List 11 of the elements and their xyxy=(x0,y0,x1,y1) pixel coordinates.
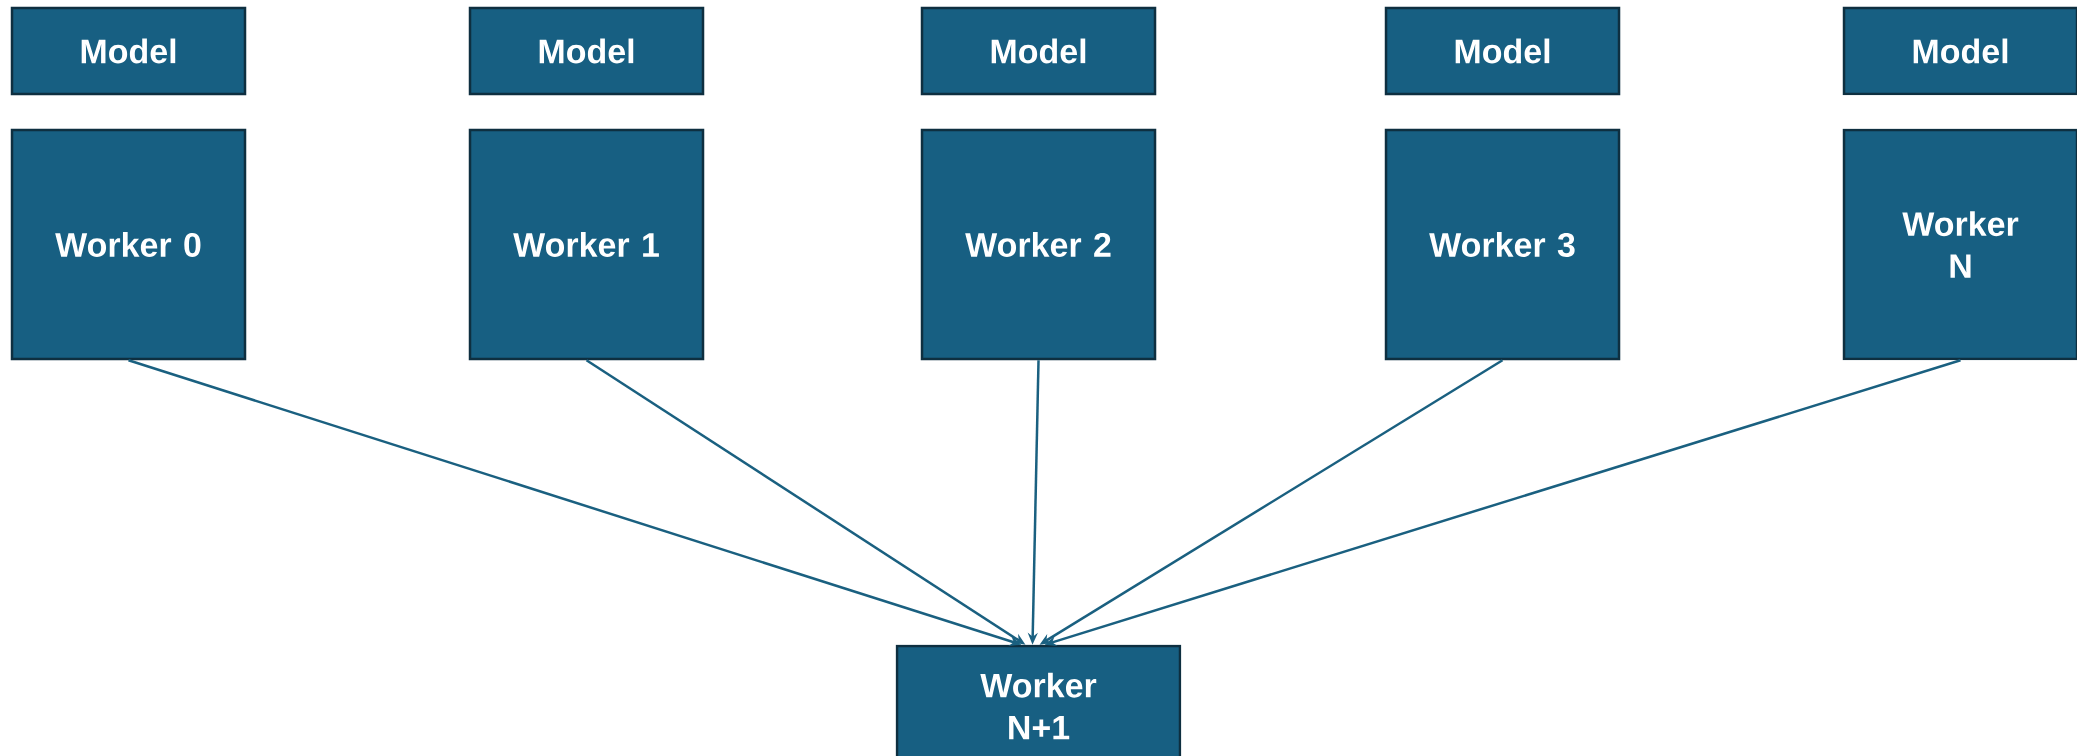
worker-box: Worker N xyxy=(1842,128,2077,361)
model-box: Model xyxy=(468,6,705,96)
worker-box: Worker 2 xyxy=(920,128,1157,361)
worker-box: Worker N+1 xyxy=(895,644,1182,756)
worker-box: Worker 0 xyxy=(10,128,247,361)
model-box: Model xyxy=(920,6,1157,96)
model-box: Model xyxy=(1842,6,2077,96)
worker-box: Worker 3 xyxy=(1384,128,1621,361)
worker-box: Worker 1 xyxy=(468,128,705,361)
model-box: Model xyxy=(1384,6,1621,96)
model-box: Model xyxy=(10,6,247,96)
